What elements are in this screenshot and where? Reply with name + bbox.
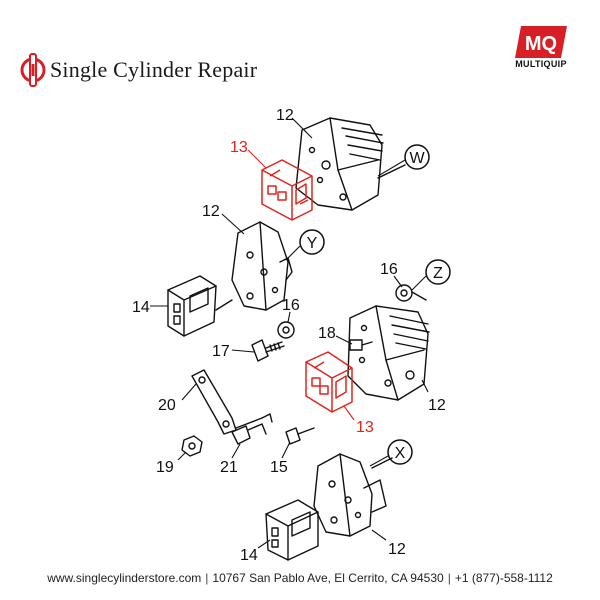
callout-16-mid: 16 bbox=[282, 297, 300, 314]
part-21-clip[interactable] bbox=[231, 413, 273, 445]
callout-13-bottom: 13 bbox=[356, 419, 374, 436]
group-label-y-circle bbox=[299, 229, 325, 255]
part-14-block-mid[interactable] bbox=[167, 275, 233, 337]
footer-address: 10767 San Pablo Ave, El Cerrito, CA 9453… bbox=[212, 571, 444, 585]
callout-12-w: 12 bbox=[276, 107, 294, 124]
footer: www.singlecylinderstore.com|10767 San Pa… bbox=[0, 571, 600, 585]
group-label-x: X bbox=[395, 445, 406, 462]
group-label-z: Z bbox=[433, 265, 443, 282]
brand-name: Single Cylinder Repair bbox=[50, 57, 258, 82]
part-19-nut[interactable] bbox=[181, 435, 203, 457]
group-label-z-circle bbox=[425, 259, 451, 285]
part-18-stud[interactable] bbox=[349, 339, 373, 351]
callout-16-top: 16 bbox=[380, 261, 398, 278]
part-17-bolt[interactable] bbox=[251, 339, 285, 362]
footer-separator: | bbox=[205, 571, 209, 585]
part-12-plate-x[interactable] bbox=[313, 453, 393, 537]
callout-12-z: 12 bbox=[428, 397, 446, 414]
callout-14-mid: 14 bbox=[132, 299, 150, 316]
part-12-housing-z[interactable] bbox=[347, 291, 430, 401]
group-label-x-circle bbox=[387, 439, 413, 465]
group-label-y: Y bbox=[307, 235, 318, 252]
group-label-w-circle bbox=[404, 144, 430, 170]
callout-20: 20 bbox=[158, 397, 176, 414]
footer-website-link[interactable]: www.singlecylinderstore.com bbox=[47, 571, 202, 585]
header: Single Cylinder Repair MQ MULTIQUIP bbox=[0, 0, 600, 110]
part-14-block-bottom[interactable] bbox=[265, 499, 319, 561]
svg-text:MQ: MQ bbox=[525, 33, 557, 55]
part-15-screw[interactable] bbox=[285, 427, 315, 445]
callout-13-top: 13 bbox=[230, 139, 248, 156]
part-16-washer-mid[interactable] bbox=[277, 321, 295, 339]
callout-12-y: 12 bbox=[202, 203, 220, 220]
brand[interactable]: Single Cylinder Repair bbox=[20, 50, 257, 90]
group-label-w: W bbox=[409, 150, 425, 167]
multiquip-name: MULTIQUIP bbox=[515, 59, 567, 69]
footer-separator: | bbox=[447, 571, 451, 585]
part-16-washer-top[interactable] bbox=[395, 284, 413, 302]
part-13-highlighted-top[interactable] bbox=[261, 159, 313, 221]
multiquip-logo[interactable]: MQ MULTIQUIP bbox=[510, 26, 572, 69]
callout-21: 21 bbox=[220, 459, 238, 476]
callout-14-bottom: 14 bbox=[240, 547, 258, 564]
part-12-housing-w[interactable] bbox=[295, 117, 406, 211]
part-12-plate-y[interactable] bbox=[231, 221, 293, 311]
part-13-highlighted-bottom[interactable] bbox=[305, 351, 353, 413]
callout-12-x: 12 bbox=[388, 541, 406, 558]
brand-logo-icon bbox=[20, 53, 46, 87]
footer-phone[interactable]: +1 (877)-558-1112 bbox=[454, 571, 553, 585]
callout-17: 17 bbox=[212, 343, 230, 360]
callout-18: 18 bbox=[318, 325, 336, 342]
part-20-bracket[interactable] bbox=[191, 369, 263, 435]
multiquip-mark-icon: MQ bbox=[515, 26, 567, 58]
callout-15: 15 bbox=[270, 459, 288, 476]
callout-19: 19 bbox=[156, 459, 174, 476]
